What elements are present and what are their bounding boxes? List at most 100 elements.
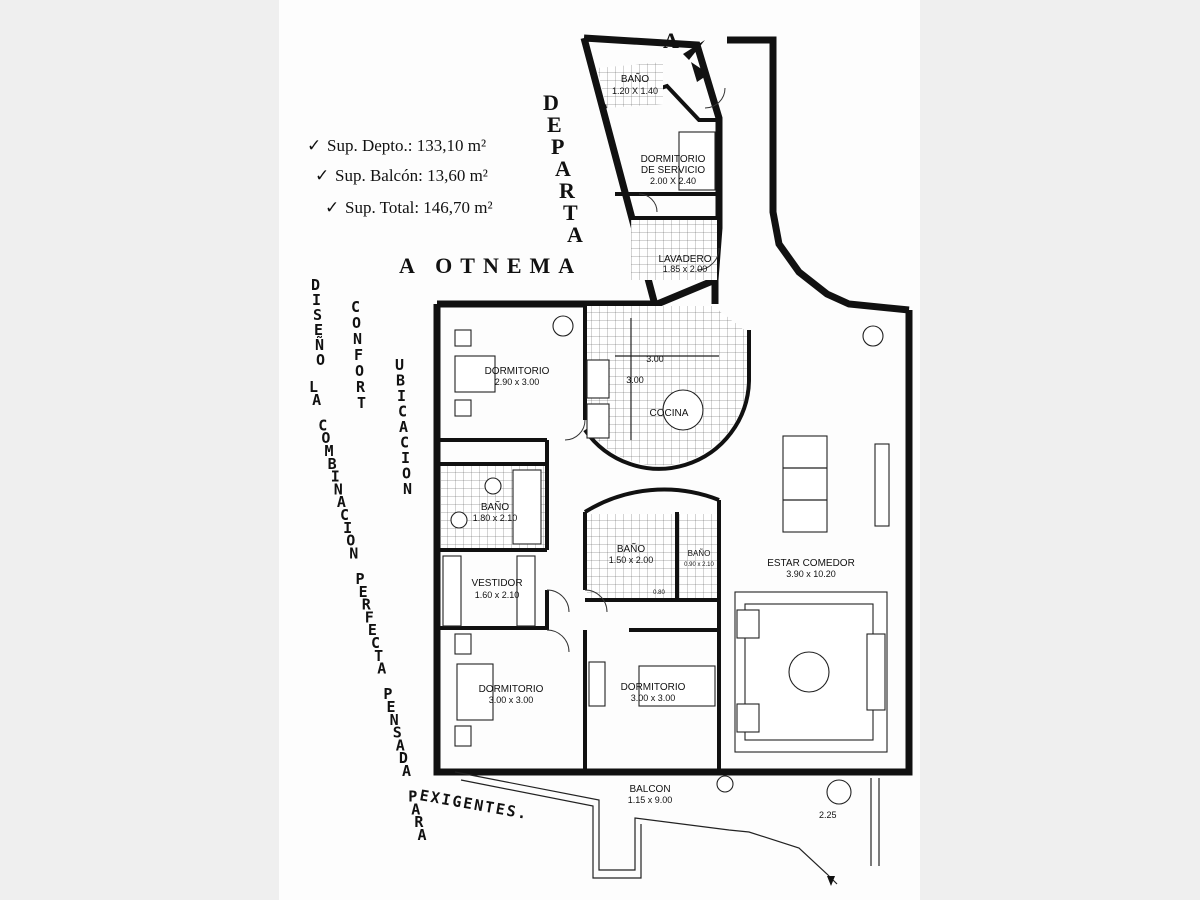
slogan-combinacion-letter: O: [346, 532, 355, 550]
slogan-combinacion-letter: A: [377, 660, 386, 678]
room-dorm-servicio-name2: DE SERVICIO: [641, 165, 705, 176]
slogan-combinacion-letter: N: [349, 544, 358, 562]
room-cocina-dim-v: 3.00: [626, 375, 644, 385]
room-dorm-1-dim: 2.90 x 3.00: [495, 377, 540, 387]
slogan-confort-letter: T: [357, 394, 366, 412]
room-bano-1-dim: 1.80 x 2.10: [473, 513, 518, 523]
floor-plan-diagram: ✓ Sup. Depto.: 133,10 m² ✓ Sup. Balcón: …: [307, 28, 913, 886]
brand-vertical-letter: T: [563, 200, 578, 225]
room-estar-name: ESTAR COMEDOR: [767, 558, 855, 569]
slogan-ubicacion-letter: O: [402, 465, 411, 483]
slogan-combinacion-letter: P: [356, 570, 365, 588]
slogan-combinacion-letter: C: [371, 634, 380, 652]
small-mark: 0.80: [653, 590, 665, 596]
bed-icon: [456, 663, 494, 721]
slogan-combinacion-letter: E: [368, 621, 377, 639]
slogan-diseno-letter: D: [311, 276, 320, 294]
slogan-combinacion-letter: A: [337, 493, 346, 511]
slogan-combinacion-letter: C: [318, 416, 327, 434]
room-balcon-dim: 1.15 x 9.00: [628, 795, 673, 805]
slogan-diseno-letter: E: [314, 321, 323, 339]
room-estar-dim: 3.90 x 10.20: [786, 569, 836, 579]
brand-horizontal-text: A OTNEMA: [399, 253, 582, 278]
room-vestidor-name: VESTIDOR: [471, 578, 522, 589]
doors: [546, 87, 726, 653]
brand-vertical-letter: A: [555, 156, 571, 181]
slogan-ubicacion-letter: I: [397, 387, 406, 405]
plan-walls: [433, 34, 913, 776]
slogan-confort-letter: R: [356, 378, 366, 396]
slogan-confort-letter: C: [351, 298, 360, 316]
slogan-combinacion-letter: E: [359, 583, 368, 601]
room-bano-1-name: BAÑO: [481, 500, 510, 513]
room-labels: BAÑO 1.20 X 1.40 DORMITORIO DE SERVICIO …: [471, 72, 854, 820]
bed-icon: [454, 355, 496, 393]
room-cocina-name: COCINA: [650, 408, 689, 419]
slogan-confort-letter: O: [352, 314, 361, 332]
area-depto-text: Sup. Depto.: 133,10 m²: [327, 136, 486, 155]
check-icon: ✓: [307, 136, 321, 155]
slogan-ubicacion-letter: C: [400, 434, 409, 452]
room-bano-2-name: BAÑO: [617, 542, 646, 555]
slogan-combinacion-letter: R: [362, 596, 372, 614]
slogan-exigentes: EXIGENTES.: [418, 786, 530, 823]
brand-vertical-letter: R: [559, 178, 576, 203]
slogan-diseno-letter: O: [316, 351, 325, 369]
slogan-combinacion-letter: N: [390, 711, 399, 729]
balcony-extra-dim: 2.25: [819, 810, 837, 820]
bed-icon: [678, 131, 716, 191]
slogan-combinacion-letter: S: [393, 724, 402, 742]
slogan-combinacion-letter: I: [343, 519, 352, 537]
room-bano-servicio-dim: 1.20 X 1.40: [612, 86, 658, 96]
slogan-confort-letter: N: [353, 330, 362, 348]
slogan-combinacion-letter: A: [411, 800, 420, 818]
room-dorm-2-dim: 3.00 x 3.00: [489, 695, 534, 705]
slogan-combinacion-letter: O: [321, 429, 330, 447]
room-dorm-servicio-dim: 2.00 X 2.40: [650, 176, 696, 186]
balcony-outline: [454, 771, 880, 886]
kitchen-dimension-lines: [615, 318, 719, 440]
slogan-confort-letter: F: [354, 346, 363, 364]
room-cocina-dim-h: 3.00: [646, 354, 664, 364]
brand-vertical-letter: P: [551, 134, 564, 159]
slogan-diseno-letter: Ñ: [315, 335, 324, 354]
slogan-confort-letter: O: [355, 362, 364, 380]
slogan-ubicacion-letter: N: [403, 480, 412, 498]
room-bano-servicio-name: BAÑO: [621, 72, 650, 85]
room-bano-3-dim: 0.90 x 2.10: [684, 562, 714, 568]
slogan-combinacion-letter: R: [414, 813, 424, 831]
check-icon: ✓: [315, 166, 329, 185]
room-bano-3-name: BAÑO: [688, 549, 711, 558]
brand-vertical-letter: E: [547, 112, 562, 137]
slogan-combinacion-letter: B: [328, 455, 337, 473]
dining-table-icon: [782, 435, 828, 533]
slogan-ubicacion-letter: A: [399, 418, 408, 436]
room-dorm-3-dim: 3.00 x 3.00: [631, 693, 676, 703]
slogan-ubicacion-letter: U: [395, 356, 404, 374]
slogan-diseno-letter: S: [313, 306, 322, 324]
area-line-balcon: ✓ Sup. Balcón: 13,60 m²: [315, 166, 488, 185]
slogan-combinacion-letter: I: [331, 468, 340, 486]
brand-vertical-letter: D: [543, 90, 559, 115]
room-dorm-3-name: DORMITORIO: [621, 682, 686, 693]
room-balcon-name: BALCON: [629, 784, 670, 795]
check-icon: ✓: [325, 198, 339, 217]
slogan-combinacion-letter: C: [340, 506, 349, 524]
area-line-depto: ✓ Sup. Depto.: 133,10 m²: [307, 136, 486, 155]
room-dorm-servicio-name: DORMITORIO: [641, 154, 706, 165]
area-total-text: Sup. Total: 146,70 m²: [345, 198, 493, 217]
slogan-combinacion-letter: L: [309, 378, 318, 396]
room-lavadero-dim: 1.85 x 2.00: [663, 264, 708, 274]
slogan-combinacion-letter: E: [387, 698, 396, 716]
slogan-combinacion-letter: A: [418, 826, 427, 844]
slogan-ubicacion-letter: I: [401, 449, 410, 467]
coffee-table-icon: [788, 651, 830, 693]
floor-plan-sheet: ✓ Sup. Depto.: 133,10 m² ✓ Sup. Balcón: …: [279, 0, 920, 900]
room-vestidor-dim: 1.60 x 2.10: [475, 590, 520, 600]
